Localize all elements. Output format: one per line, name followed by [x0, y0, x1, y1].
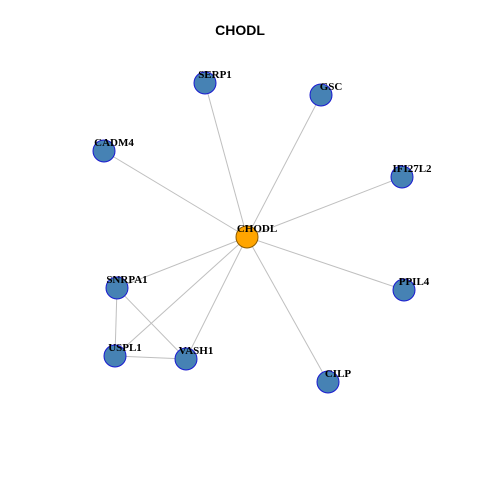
- node-ifi27l2: IFI27L2: [390, 163, 432, 189]
- node-circle-cadm4: [92, 139, 116, 163]
- edge-chodl-cilp: [246, 236, 329, 383]
- edge-chodl-serp1: [204, 82, 248, 238]
- node-label-snrpa1: SNRPA1: [106, 274, 147, 286]
- node-gsc: GSC: [309, 81, 343, 107]
- node-circle-ifi27l2: [390, 165, 414, 189]
- edge-uspl1-vash1: [114, 355, 187, 360]
- node-label-uspl1: USPL1: [108, 342, 142, 354]
- node-snrpa1: SNRPA1: [105, 274, 148, 300]
- node-label-vash1: VASH1: [179, 345, 214, 357]
- node-ppil4: PPIL4: [392, 276, 430, 302]
- node-circle-serp1: [193, 71, 217, 95]
- node-circle-gsc: [309, 83, 333, 107]
- node-label-cadm4: CADM4: [94, 137, 134, 149]
- edge-chodl-snrpa1: [116, 236, 248, 289]
- node-circle-ppil4: [392, 278, 416, 302]
- node-label-cilp: CILP: [325, 368, 352, 380]
- node-vash1: VASH1: [174, 345, 214, 371]
- node-circle-vash1: [174, 347, 198, 371]
- node-label-ppil4: PPIL4: [399, 276, 430, 288]
- edge-chodl-ppil4: [246, 236, 405, 291]
- edge-chodl-uspl1: [114, 236, 248, 357]
- edge-chodl-cadm4: [103, 150, 248, 238]
- node-uspl1: USPL1: [103, 342, 142, 368]
- edge-snrpa1-vash1: [116, 287, 187, 360]
- node-label-chodl: CHODL: [237, 223, 277, 235]
- node-circle-cilp: [316, 370, 340, 394]
- node-cilp: CILP: [316, 368, 352, 394]
- node-circle-uspl1: [103, 344, 127, 368]
- diagram-title: CHODL: [215, 22, 265, 38]
- edges-layer: [103, 82, 405, 383]
- node-serp1: SERP1: [193, 69, 232, 95]
- edge-chodl-ifi27l2: [246, 176, 403, 238]
- edge-chodl-gsc: [246, 94, 322, 238]
- node-label-ifi27l2: IFI27L2: [392, 163, 432, 175]
- node-label-gsc: GSC: [320, 81, 343, 93]
- node-label-serp1: SERP1: [198, 69, 232, 81]
- node-circle-snrpa1: [105, 276, 129, 300]
- edge-chodl-vash1: [185, 236, 248, 360]
- node-chodl: CHODL: [235, 223, 277, 249]
- node-circle-chodl: [235, 225, 259, 249]
- node-cadm4: CADM4: [92, 137, 134, 163]
